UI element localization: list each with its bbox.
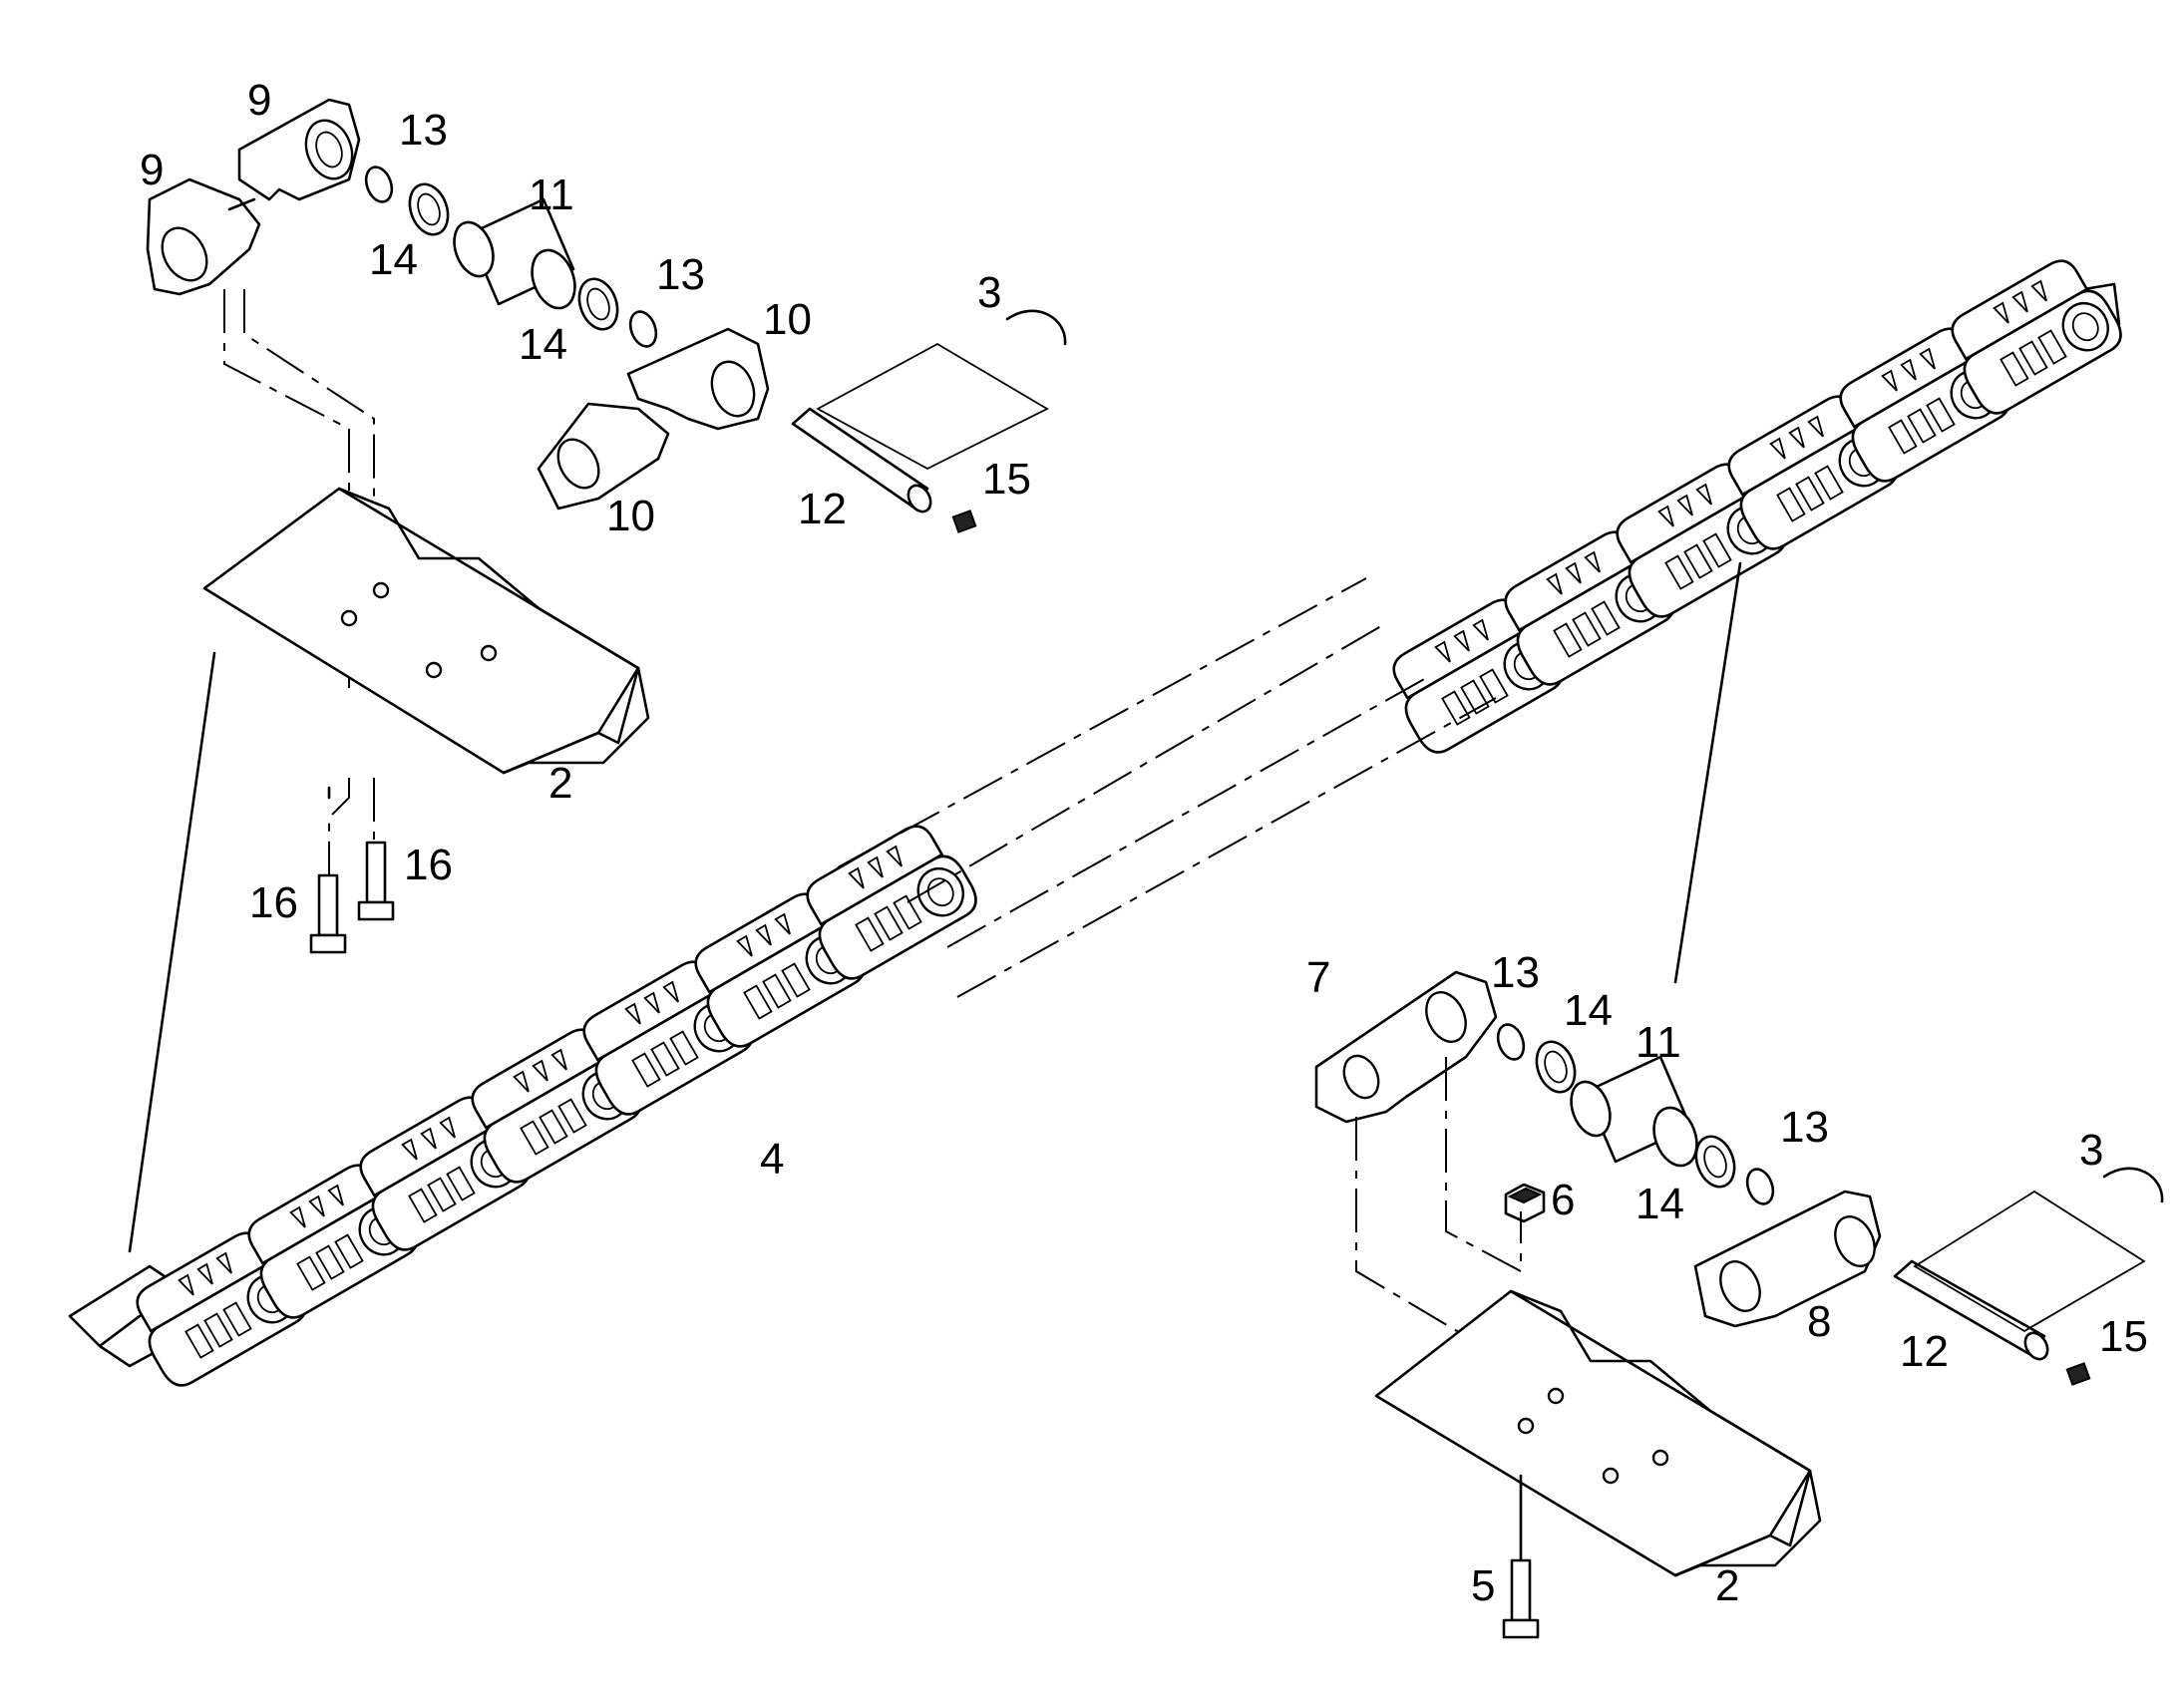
callout-13-d: 13 <box>1780 1103 1829 1152</box>
part-3-clip-top <box>816 309 1067 471</box>
callout-11-a: 11 <box>529 171 574 219</box>
part-2-track-shoe-bottom <box>1374 1289 1822 1577</box>
part-15-plug-bottom <box>2065 1362 2091 1386</box>
callout-14-a: 14 <box>369 235 418 284</box>
callout-13-c: 13 <box>1491 948 1540 997</box>
part-16-bolt-a <box>309 786 347 954</box>
callout-3-a: 3 <box>977 268 1001 317</box>
part-10-link-rear <box>626 327 770 431</box>
callout-13-b: 13 <box>656 250 705 299</box>
callout-13-a: 13 <box>399 106 448 155</box>
callout-7: 7 <box>1306 953 1330 1002</box>
part-7-link <box>1314 970 1498 1124</box>
master-link-group-bottom <box>1314 970 2164 1639</box>
lower-chain-link-6 <box>806 825 977 980</box>
part-13-seal-bottom-2 <box>1745 1168 1775 1205</box>
part-14-ring-top-2 <box>577 277 619 331</box>
part-5-bolt <box>1502 1474 1540 1639</box>
callout-2-b: 2 <box>1715 1561 1739 1610</box>
part-16-bolt-b <box>357 841 395 921</box>
part-11-bushing-top <box>453 197 576 310</box>
upper-chain-link-4 <box>1839 327 2010 483</box>
callout-8: 8 <box>1807 1297 1831 1346</box>
callout-16-a: 16 <box>249 878 298 927</box>
upper-chain-link-1 <box>1504 530 1675 686</box>
part-13-seal-top-2 <box>628 310 658 348</box>
callout-15-b: 15 <box>2099 1312 2148 1361</box>
callout-12-a: 12 <box>798 485 847 533</box>
part-3-clip-bottom <box>1913 1167 2164 1333</box>
part-6-nut <box>1504 1183 1546 1223</box>
track-chain-assembly <box>68 259 2122 1387</box>
callout-3-b: 3 <box>2079 1126 2103 1175</box>
callout-labels: 9 9 13 11 14 13 14 10 3 10 15 12 2 16 16… <box>140 76 2148 1610</box>
callout-4: 4 <box>760 1135 784 1184</box>
callout-14-c: 14 <box>1564 986 1613 1035</box>
part-14-ring-top <box>408 182 450 236</box>
part-15-plug-top <box>951 510 977 533</box>
part-10-link-front <box>537 402 670 511</box>
part-13-seal-bottom <box>1496 1023 1526 1061</box>
part-9-link-rear <box>237 98 361 201</box>
upper-chain-link-5 <box>1951 259 2122 415</box>
callout-14-d: 14 <box>1635 1180 1684 1228</box>
master-link-group-top <box>146 98 1067 954</box>
callout-6: 6 <box>1551 1176 1575 1224</box>
callout-15-a: 15 <box>982 455 1031 504</box>
callout-12-b: 12 <box>1900 1327 1949 1376</box>
part-13-seal-top <box>364 166 394 203</box>
callout-9-b: 9 <box>140 146 164 194</box>
lower-chain-link-4 <box>582 960 754 1116</box>
part-12-pin-top <box>791 407 932 513</box>
part-8-link <box>1693 1190 1882 1328</box>
callout-9-a: 9 <box>247 76 271 125</box>
callout-10-b: 10 <box>606 492 655 540</box>
callout-5: 5 <box>1471 1561 1495 1610</box>
part-12-pin-bottom <box>1893 1259 2049 1361</box>
part-11-bushing-bottom <box>1570 1055 1698 1168</box>
callout-11-b: 11 <box>1635 1018 1681 1067</box>
callout-2-a: 2 <box>548 759 572 808</box>
part-9-link-front <box>146 177 261 296</box>
callout-16-b: 16 <box>404 841 453 889</box>
callout-14-b: 14 <box>519 320 567 369</box>
callout-10-a: 10 <box>763 295 812 344</box>
part-2-track-shoe-top <box>202 487 650 775</box>
